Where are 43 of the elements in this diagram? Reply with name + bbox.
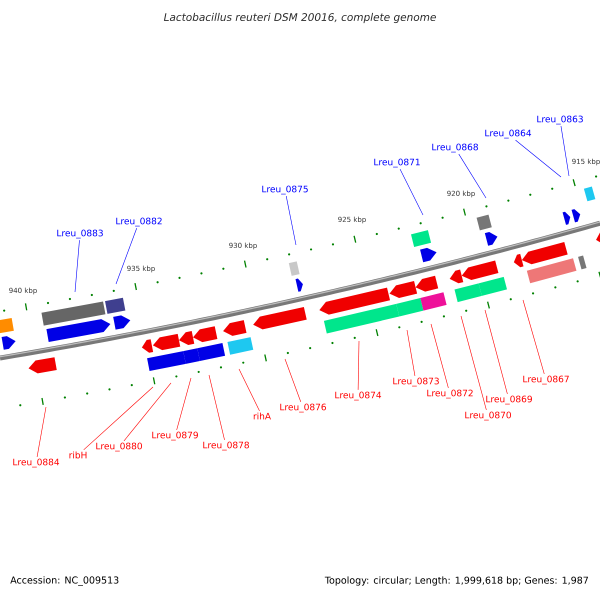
- gene-label: Lreu_0876: [280, 404, 326, 412]
- accession-label: Accession: NC_009513: [10, 576, 118, 586]
- leader-line: [515, 140, 562, 178]
- leader-line: [560, 126, 570, 176]
- gene-label: Lreu_0872: [427, 390, 473, 398]
- gene-label: Lreu_0878: [203, 442, 249, 450]
- leader-line: [358, 340, 360, 390]
- leader-line: [83, 386, 154, 450]
- leader-line: [286, 196, 296, 246]
- leader-line: [460, 316, 487, 410]
- gene-label: Lreu_0871: [374, 158, 420, 168]
- leader-line: [176, 378, 192, 430]
- leader-line: [400, 168, 424, 216]
- gene-label: Lreu_0868: [432, 144, 478, 152]
- leader-line: [484, 310, 508, 394]
- leader-line: [284, 358, 302, 402]
- gene-label: Lreu_0880: [96, 442, 142, 452]
- gene-label: Lreu_0875: [262, 186, 308, 194]
- gene-label: Lreu_0879: [152, 432, 198, 440]
- gene-label: Lreu_0864: [485, 130, 532, 138]
- genome-summary: Topology: circular; Length: 1,999,618 bp; Genes: 1,987: [324, 576, 588, 586]
- leader-line: [208, 374, 225, 440]
- leader-line: [522, 300, 545, 374]
- gene-label: Lreu_0873: [393, 378, 439, 386]
- gene-label: Lreu_0863: [537, 116, 583, 124]
- gene-label: Lreu_0884: [13, 458, 60, 468]
- gene-label: ribH: [69, 452, 86, 458]
- gene-label: Lreu_0869: [486, 396, 532, 404]
- gene-label: Lreu_0883: [57, 230, 103, 238]
- leader-line: [74, 240, 80, 292]
- title: Lactobacillus reuteri DSM 20016, complete genome: [164, 12, 436, 24]
- leader-line: [430, 324, 449, 388]
- gene-label: Lreu_0870: [465, 412, 511, 420]
- leader-line: [36, 406, 46, 458]
- gene-label: Lreu_0874: [335, 392, 382, 400]
- gene-label: Lreu_0867: [523, 376, 569, 384]
- leader-line: [238, 368, 260, 412]
- leader-line: [116, 228, 138, 284]
- leader-line: [124, 382, 172, 442]
- gene-label: rihA: [254, 412, 271, 420]
- leader-line: [458, 154, 486, 198]
- leader-line: [406, 330, 416, 376]
- gene-label: Lreu_0882: [116, 218, 162, 226]
